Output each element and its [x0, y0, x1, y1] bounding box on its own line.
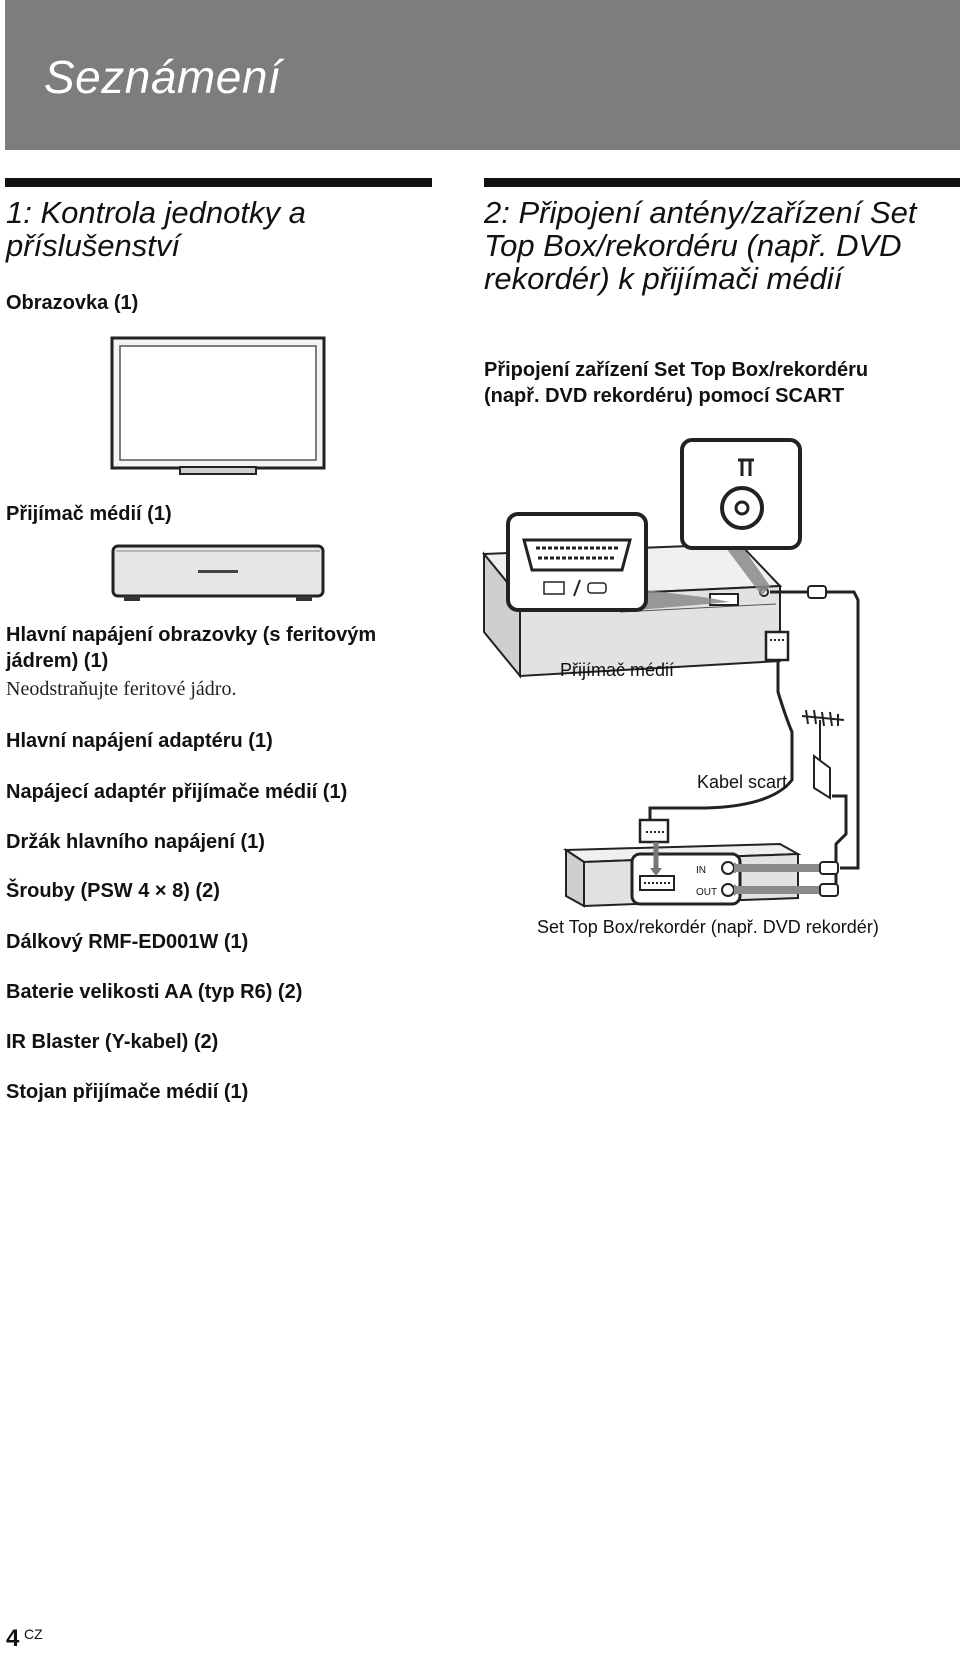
- item-display: Obrazovka (1): [6, 292, 139, 314]
- connection-diagram: IN OUT: [481, 438, 860, 908]
- antenna-drawing: [801, 709, 845, 760]
- item-ir-blaster: IR Blaster (Y-kabel) (2): [6, 1031, 219, 1053]
- recorder-drawing: IN OUT: [562, 842, 839, 908]
- item-receiver: Přijímač médií (1): [6, 503, 172, 525]
- page-language: CZ: [24, 1626, 43, 1642]
- item-remote: Dálkový RMF-ED001W (1): [6, 931, 249, 953]
- item-holder: Držák hlavního napájení (1): [6, 831, 265, 853]
- out-label: OUT: [696, 887, 717, 898]
- in-label: IN: [696, 865, 706, 876]
- item-batteries: Baterie velikosti AA (typ R6) (2): [6, 981, 303, 1003]
- cable-label: Kabel scart: [697, 772, 788, 792]
- right-section-heading: 2: Připojení antény/zařízení Set Top Box…: [484, 195, 917, 296]
- receiver-illustration: [111, 544, 325, 601]
- power-cord-note: Neodstraňujte feritové jádro.: [6, 678, 237, 700]
- page-number: 4: [6, 1625, 20, 1652]
- chapter-banner: [5, 0, 960, 150]
- item-screws: Šrouby (PSW 4 × 8) (2): [6, 880, 220, 902]
- item-adapter-cord: Hlavní napájení adaptéru (1): [6, 730, 273, 752]
- right-section-rule: [484, 178, 960, 187]
- receiver-label: Přijímač médií: [560, 660, 675, 680]
- device-label: Set Top Box/rekordér (např. DVD rekordér…: [537, 917, 879, 937]
- item-stand: Stojan přijímače médií (1): [6, 1081, 249, 1103]
- left-section-heading: 1: Kontrola jednotky a příslušenství: [6, 195, 306, 263]
- item-adapter: Napájecí adaptér přijímače médií (1): [6, 781, 348, 803]
- antenna-port-callout: [680, 438, 802, 550]
- left-section-rule: [5, 178, 432, 187]
- chapter-title: Seznámení: [44, 51, 282, 103]
- display-illustration: [110, 336, 326, 475]
- scart-port-callout: [506, 512, 648, 612]
- scart-subheading: Připojení zařízení Set Top Box/rekordéru…: [484, 359, 869, 407]
- item-power-cord: Hlavní napájení obrazovky (s feritovým j…: [6, 624, 377, 672]
